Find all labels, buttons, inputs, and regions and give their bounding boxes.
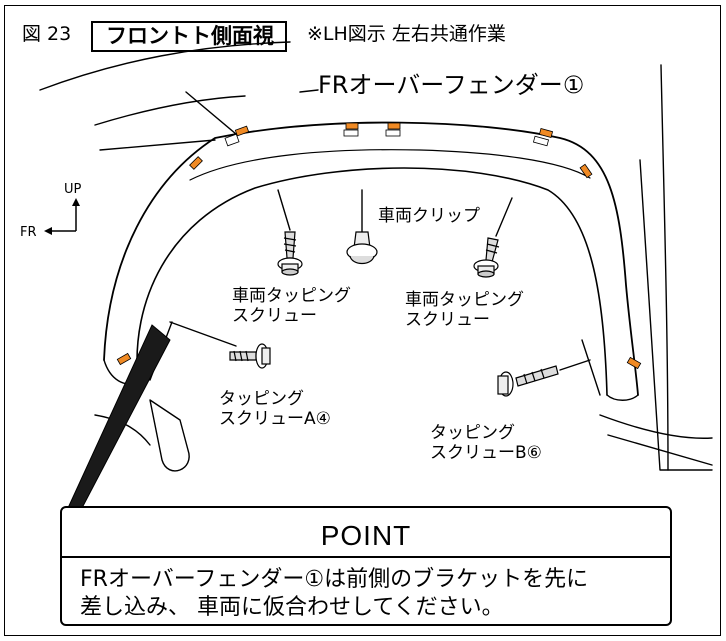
point-line-1: FRオーバーフェンダー①は前側のブラケットを先に bbox=[80, 567, 589, 592]
clip-label: 車両クリップ bbox=[378, 206, 480, 226]
point-body: FRオーバーフェンダー①は前側のブラケットを先に 差し込み、 車両に仮合わせして… bbox=[80, 566, 588, 622]
pointer-screw-a bbox=[169, 321, 237, 347]
tape-5 bbox=[189, 156, 203, 170]
fender-right-lip bbox=[606, 394, 639, 401]
pointer-screw-b bbox=[559, 359, 591, 371]
fender-right-inner-edge bbox=[581, 339, 601, 396]
fender-ridge bbox=[189, 149, 591, 181]
pointer-left-screw bbox=[277, 189, 291, 231]
label-pointer-short bbox=[299, 89, 319, 93]
tapping-screw-left-icon bbox=[277, 231, 303, 276]
tape-3 bbox=[387, 122, 401, 130]
pointer-right-screw bbox=[495, 197, 513, 237]
screw-a-label: タッピング スクリューA④ bbox=[219, 389, 331, 429]
screw-b-label: タッピング スクリューB⑥ bbox=[430, 423, 542, 463]
screw-a-icon bbox=[229, 343, 271, 369]
body-right-edge bbox=[660, 64, 669, 471]
point-callout bbox=[67, 324, 171, 509]
tapping-left-label: 車両タッピング スクリュー bbox=[232, 286, 351, 326]
tapping-screw-right-icon bbox=[473, 237, 500, 278]
point-title: POINT bbox=[320, 520, 412, 551]
fender-inner bbox=[136, 167, 608, 396]
part-label: FRオーバーフェンダー① bbox=[318, 71, 585, 99]
screw-b-icon bbox=[497, 365, 559, 397]
lower-bracket bbox=[149, 399, 190, 472]
tape-2 bbox=[345, 122, 359, 130]
figure-frame bbox=[4, 5, 721, 636]
body-right-panel bbox=[639, 159, 713, 471]
header-note: ※LH図示 左右共通作業 bbox=[307, 23, 506, 45]
body-line-mid bbox=[99, 139, 216, 151]
tape-cover-3 bbox=[385, 129, 401, 137]
body-lower-right2 bbox=[607, 434, 713, 466]
figure-number: 図 23 bbox=[22, 23, 72, 45]
fender-outer bbox=[103, 121, 639, 396]
tape-8 bbox=[626, 356, 642, 370]
clip-icon bbox=[346, 231, 378, 265]
up-label: UP bbox=[64, 182, 82, 197]
tape-4 bbox=[538, 128, 554, 138]
body-lower-left bbox=[94, 414, 151, 446]
body-lower-right bbox=[599, 414, 713, 439]
point-box: POINT FRオーバーフェンダー①は前側のブラケットを先に 差し込み、 車両に… bbox=[60, 506, 672, 626]
tape-cover-4 bbox=[532, 135, 550, 147]
tape-7 bbox=[116, 352, 132, 366]
direction-arrows bbox=[44, 198, 80, 235]
tape-cover-2 bbox=[343, 129, 359, 137]
front-label: FR bbox=[20, 225, 37, 240]
body-line-upper bbox=[39, 41, 291, 91]
fender-pointer-line bbox=[185, 91, 237, 135]
body-line-upper2 bbox=[94, 95, 246, 126]
point-line-2: 差し込み、 車両に仮合わせしてください。 bbox=[80, 595, 504, 620]
tape-cover-1 bbox=[224, 133, 240, 147]
tape-6 bbox=[579, 163, 593, 179]
tapping-right-label: 車両タッピング スクリュー bbox=[405, 290, 524, 330]
view-name: フロントト側面視 bbox=[106, 24, 274, 48]
tape-1 bbox=[234, 125, 250, 137]
view-name-box bbox=[91, 21, 287, 52]
point-divider bbox=[62, 556, 670, 558]
